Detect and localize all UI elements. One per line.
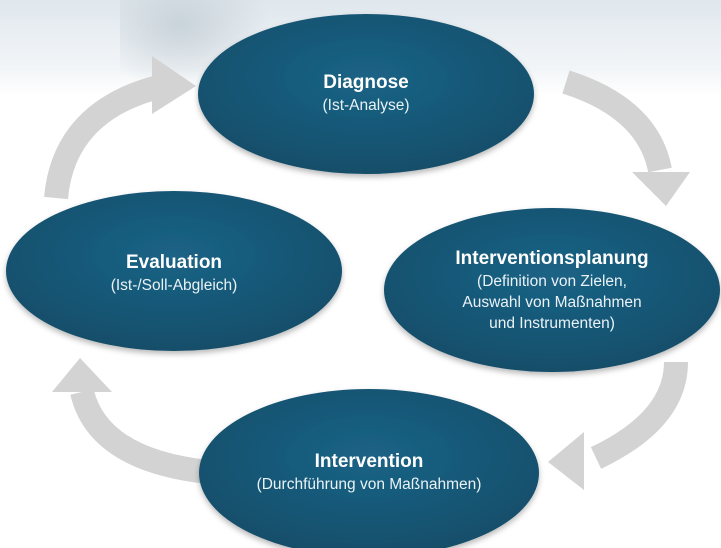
arrow-intervention-to-evaluation <box>52 358 210 484</box>
node-interventionsplanung-subtitle-line-2: Auswahl von Maßnahmen <box>462 293 642 311</box>
node-interventionsplanung-shape <box>384 208 720 372</box>
node-evaluation-title: Evaluation <box>125 251 223 273</box>
arrow-diagnose-to-planung <box>562 70 690 206</box>
node-evaluation: Evaluation (Ist-/Soll-Abgleich) <box>54 238 294 308</box>
node-diagnose-title: Diagnose <box>323 71 409 93</box>
node-interventionsplanung: Interventionsplanung (Definition von Zie… <box>412 228 692 352</box>
node-evaluation-shape <box>6 191 342 351</box>
node-intervention-subtitle: (Durchführung von Maßnahmen) <box>256 475 482 493</box>
node-evaluation-subtitle: (Ist-/Soll-Abgleich) <box>110 276 238 294</box>
node-diagnose-subtitle: (Ist-Analyse) <box>322 96 410 114</box>
node-intervention-title: Intervention <box>314 450 424 472</box>
arrow-evaluation-to-diagnose <box>44 56 196 200</box>
node-interventionsplanung-subtitle-line-1: (Definition von Zielen, <box>477 272 627 290</box>
node-diagnose: Diagnose (Ist-Analyse) <box>246 58 486 128</box>
node-diagnose-shape <box>198 14 534 174</box>
node-intervention-shape <box>199 389 539 548</box>
node-intervention: Intervention (Durchführung von Maßnahmen… <box>219 437 519 507</box>
arrow-planung-to-intervention <box>548 361 688 490</box>
node-interventionsplanung-title: Interventionsplanung <box>455 247 649 269</box>
node-interventionsplanung-subtitle-line-3: und Instrumenten) <box>489 314 615 332</box>
